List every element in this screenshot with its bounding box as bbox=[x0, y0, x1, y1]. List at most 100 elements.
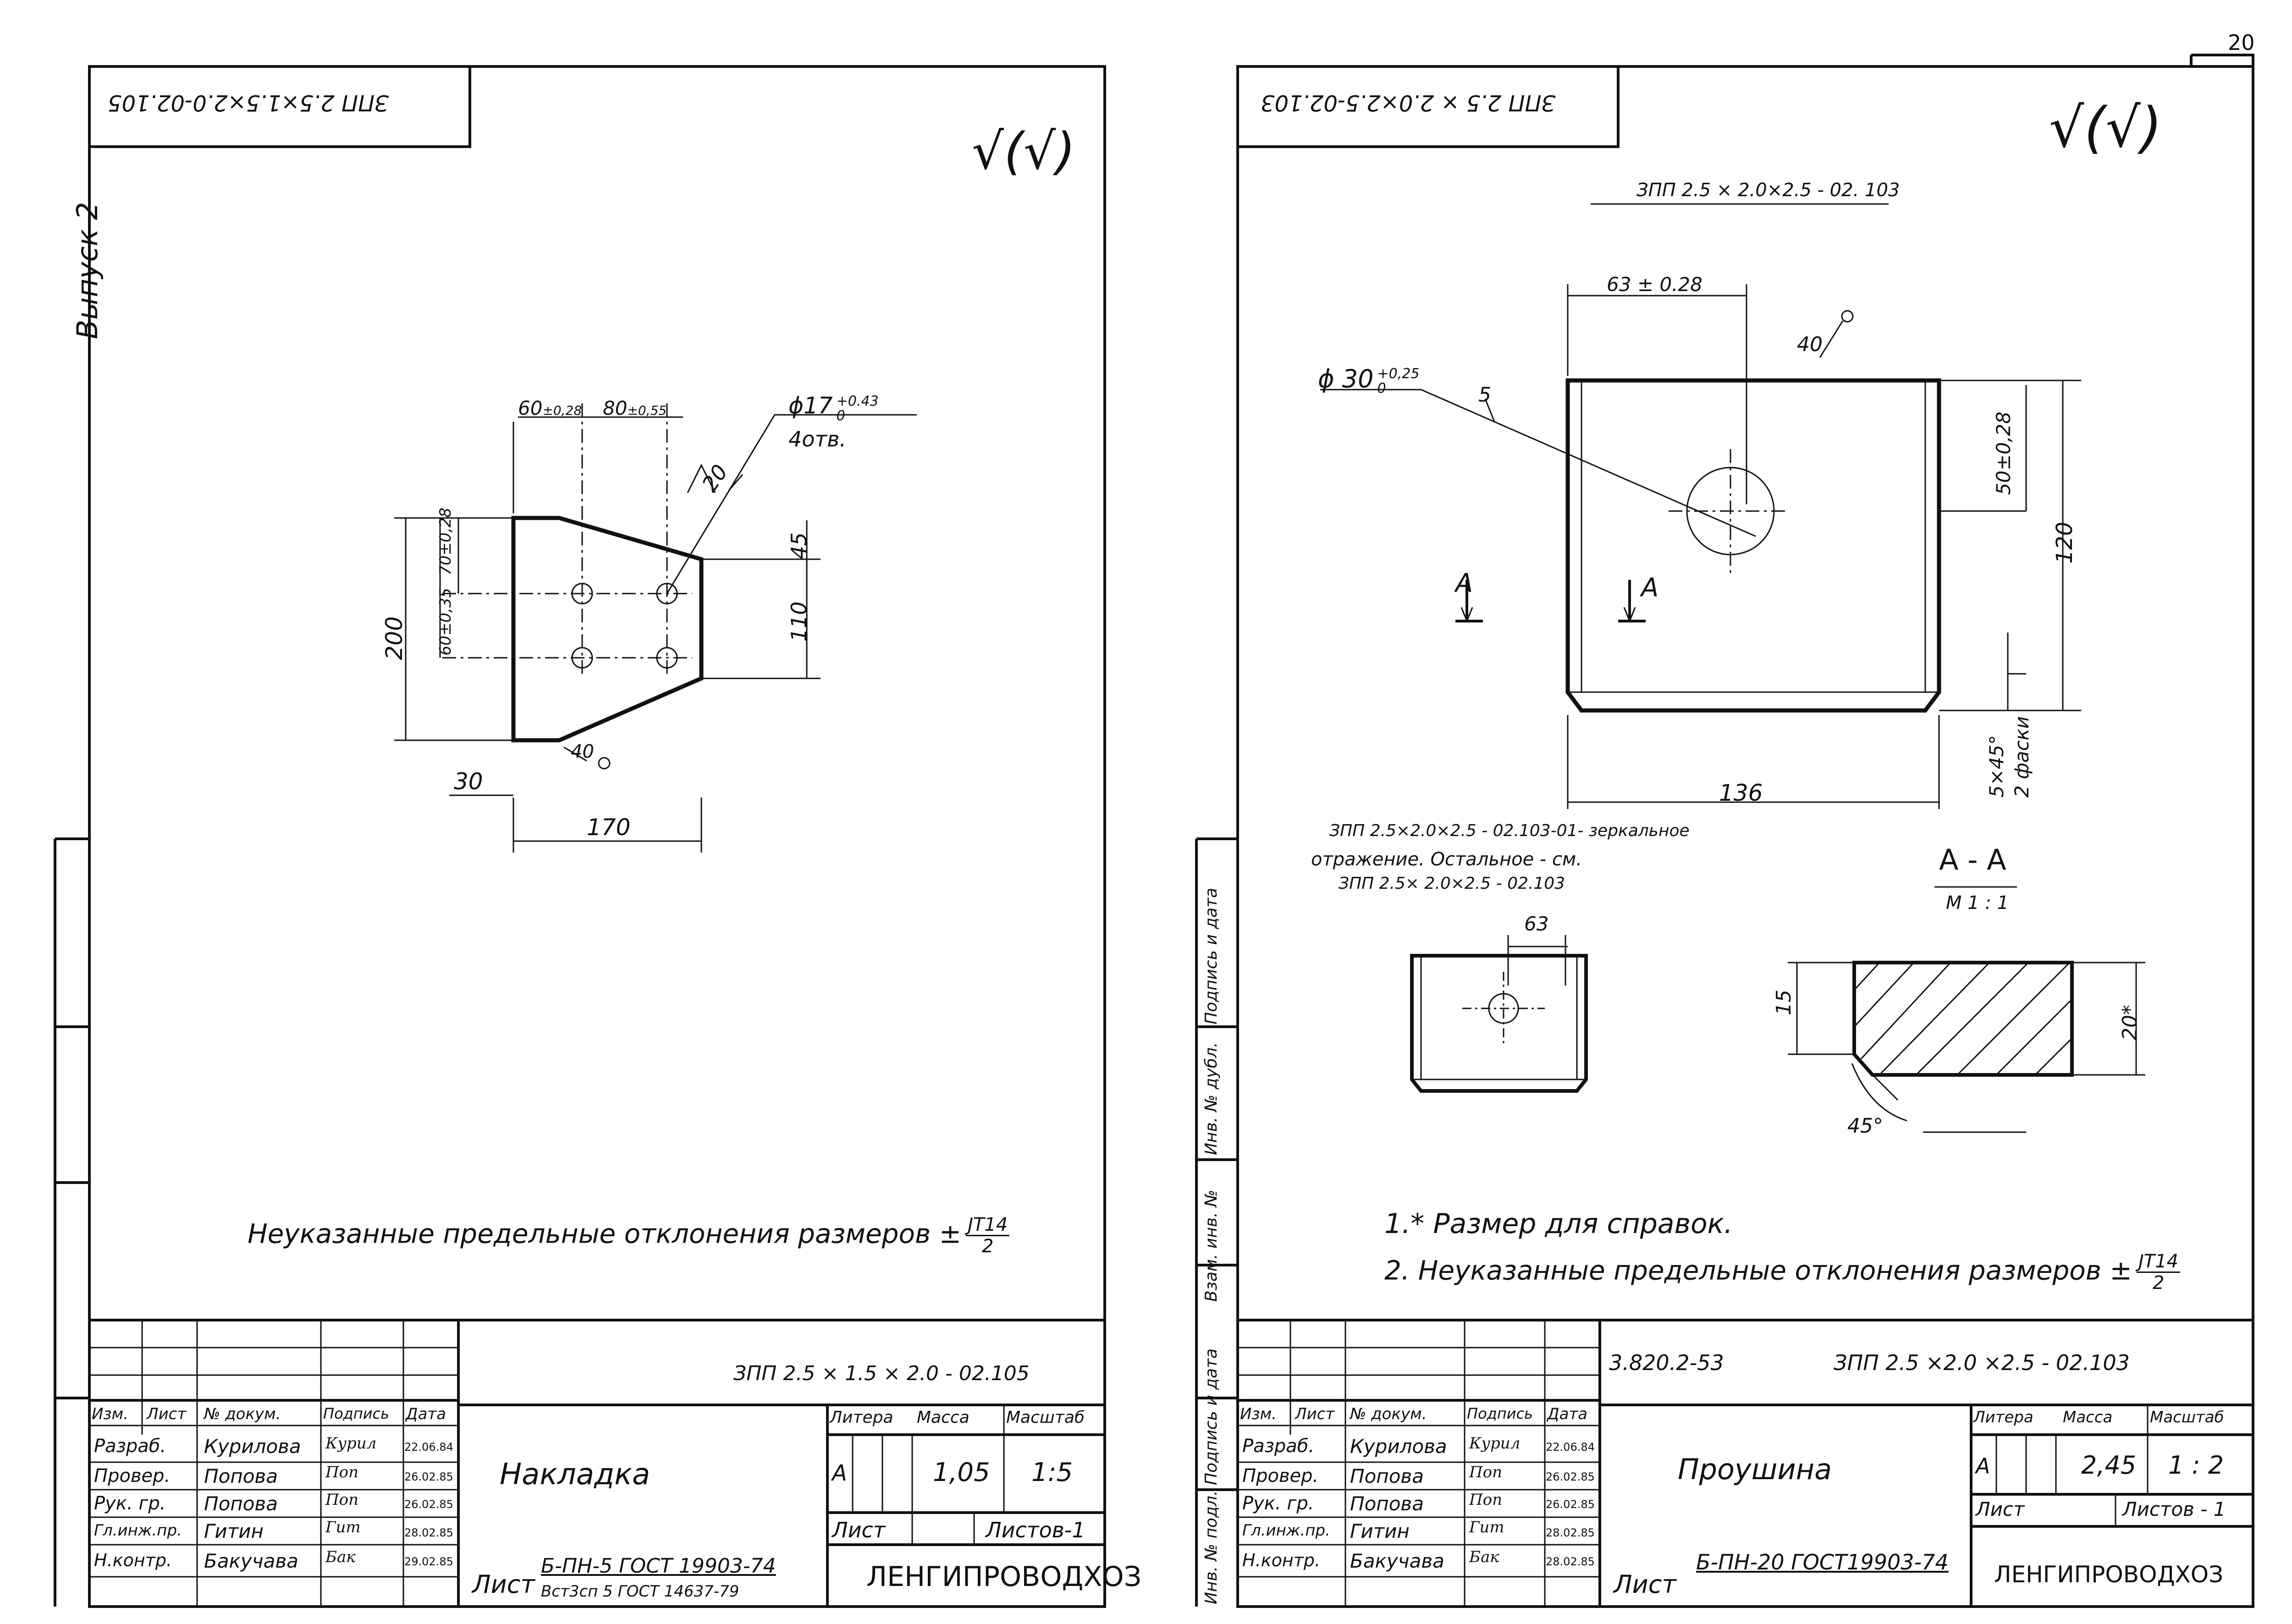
right-chamfer2: 2 фаски bbox=[2011, 716, 2033, 798]
right-tb-mass-label: Масса bbox=[2063, 1408, 2113, 1426]
right-check-mark: √(√) bbox=[2049, 96, 2162, 160]
left-tb-name-3: Попова bbox=[204, 1492, 278, 1515]
section-dim-45: 45° bbox=[1847, 1114, 1883, 1138]
left-top-stamp: ЗПП 2.5×1.5×2.0-02.105 bbox=[108, 90, 389, 116]
mirror-note-2: отражение. Остальное - см. bbox=[1311, 849, 1582, 870]
right-note-2: 2. Неуказанные предельные отклонения раз… bbox=[1384, 1251, 2181, 1293]
right-rough-5: 5 bbox=[1478, 383, 1491, 407]
page-number: 20 bbox=[2228, 30, 2255, 55]
right-tb-part-name: Проушина bbox=[1678, 1453, 1832, 1486]
left-tb-litera-label: Литера bbox=[830, 1408, 893, 1427]
left-dim-45: 45 bbox=[787, 532, 811, 559]
right-tb-scale: 1 : 2 bbox=[2168, 1451, 2224, 1480]
side-label-inv-podl: Инв. № подл. bbox=[1202, 1490, 1221, 1604]
right-tb-h-list: Лист bbox=[1295, 1405, 1335, 1423]
right-dim-50: 50±0,28 bbox=[1992, 411, 2015, 495]
left-tb-h-date: Дата bbox=[406, 1405, 446, 1423]
left-tb-mass-label: Масса bbox=[917, 1408, 970, 1427]
right-chamfer: 5×45° bbox=[1985, 735, 2008, 798]
left-tb-h-doc: № докум. bbox=[204, 1405, 281, 1423]
left-tb-scale-label: Масштаб bbox=[1006, 1408, 1085, 1427]
left-tb-sign-2: Поп bbox=[325, 1463, 359, 1481]
left-tb-part-name: Накладка bbox=[500, 1458, 650, 1492]
side-label-vzam-inv: Взам. инв. № bbox=[1202, 1189, 1221, 1302]
right-tb-date-4: 28.02.85 bbox=[1546, 1526, 1595, 1539]
right-tb-org: ЛЕНГИПРОВОДХОЗ bbox=[1994, 1561, 2224, 1588]
side-label-inv-dubl: Инв. № дубл. bbox=[1202, 1042, 1221, 1155]
left-check-mark: √(√) bbox=[972, 122, 1076, 181]
left-rough-40: 40 bbox=[571, 741, 594, 762]
left-tb-sheet: Лист bbox=[832, 1518, 886, 1542]
left-tb-designation: ЗПП 2.5 × 1.5 × 2.0 - 02.105 bbox=[733, 1362, 1030, 1385]
left-tb-h-list: Лист bbox=[147, 1405, 187, 1423]
left-tb-org: ЛЕНГИПРОВОДХОЗ bbox=[866, 1561, 1142, 1593]
left-tb-date-5: 29.02.85 bbox=[404, 1555, 453, 1568]
right-tb-name-2: Попова bbox=[1350, 1465, 1424, 1487]
mirror-note-1: ЗПП 2.5×2.0×2.5 - 02.103-01- зеркальное bbox=[1329, 821, 1690, 840]
left-frame bbox=[88, 65, 1106, 1608]
left-tb-date-1: 22.06.84 bbox=[404, 1441, 453, 1453]
left-tb-name-1: Курилова bbox=[204, 1435, 301, 1458]
left-tb-sign-3: Поп bbox=[325, 1491, 359, 1509]
right-header-designation: ЗПП 2.5 × 2.0×2.5 - 02. 103 bbox=[1636, 180, 1900, 201]
left-tb-role-2: Провер. bbox=[94, 1465, 171, 1486]
right-tb-h-izm: Изм. bbox=[1240, 1405, 1277, 1423]
left-plate-outline bbox=[511, 516, 704, 743]
vypusk-label: Выпуск 2 bbox=[71, 202, 104, 339]
right-note-1: 1.* Размер для справок. bbox=[1384, 1208, 1733, 1240]
left-tb-date-2: 26.02.85 bbox=[404, 1470, 453, 1483]
left-dim-60: 60±0,28 bbox=[518, 397, 582, 419]
small-view-outline bbox=[1410, 954, 1588, 1093]
right-frame bbox=[1236, 65, 2254, 1608]
right-sec-mark-left: А bbox=[1455, 568, 1473, 598]
left-tb-role-1: Разраб. bbox=[94, 1436, 166, 1457]
left-dim-70: 70±0,28 bbox=[436, 507, 455, 575]
right-tb-h-doc: № докум. bbox=[1350, 1405, 1427, 1423]
right-rough-40: 40 bbox=[1797, 333, 1823, 356]
right-top-stamp: ЗПП 2.5 × 2.0×2.5-02.103 bbox=[1261, 90, 1556, 116]
right-dim-120: 120 bbox=[2052, 522, 2077, 564]
right-tb-scale-label: Масштаб bbox=[2150, 1408, 2224, 1426]
right-tb-sheets: Листов - 1 bbox=[2122, 1498, 2226, 1520]
right-tb-litera: А bbox=[1976, 1453, 1990, 1478]
right-tb-sign-1: Курил bbox=[1469, 1434, 1521, 1453]
left-tb-material-prefix: Лист bbox=[472, 1570, 535, 1599]
right-tb-date-2: 26.02.85 bbox=[1546, 1470, 1595, 1483]
right-tb-role-5: Н.контр. bbox=[1242, 1550, 1321, 1570]
right-tb-sign-5: Бак bbox=[1469, 1548, 1499, 1566]
left-note: Неуказанные предельные отклонения размер… bbox=[248, 1215, 1010, 1256]
right-tb-date-3: 26.02.85 bbox=[1546, 1498, 1595, 1511]
left-tb-name-5: Бакучава bbox=[204, 1550, 298, 1572]
left-tb-date-3: 26.02.85 bbox=[404, 1498, 453, 1511]
left-tb-scale: 1:5 bbox=[1031, 1458, 1073, 1487]
left-tb-sheets: Листов-1 bbox=[986, 1518, 1085, 1542]
left-dim-30: 30 bbox=[454, 768, 483, 795]
left-tb-date-4: 28.02.85 bbox=[404, 1526, 453, 1539]
left-tb-sign-1: Курил bbox=[325, 1434, 377, 1453]
right-plate-outline bbox=[1565, 378, 1941, 713]
right-tb-doc-code: 3.820.2-53 bbox=[1609, 1350, 1724, 1375]
small-view-dim-63: 63 bbox=[1524, 913, 1549, 935]
left-tb-sign-5: Бак bbox=[325, 1548, 356, 1566]
left-dim-200: 200 bbox=[381, 616, 408, 660]
section-a-a bbox=[1852, 961, 2074, 1077]
left-dim-4holes: 4отв. bbox=[788, 427, 846, 451]
right-tb-role-2: Провер. bbox=[1242, 1465, 1319, 1486]
right-tb-role-4: Гл.инж.пр. bbox=[1242, 1521, 1330, 1540]
right-tb-litera-label: Литера bbox=[1973, 1408, 2033, 1426]
left-tb-name-2: Попова bbox=[204, 1465, 278, 1487]
right-tb-sign-3: Поп bbox=[1469, 1491, 1503, 1509]
left-tb-material2: Вст3сп 5 ГОСТ 14637-79 bbox=[541, 1582, 739, 1601]
section-dim-20: 20* bbox=[2118, 1005, 2142, 1040]
right-tb-sign-2: Поп bbox=[1469, 1463, 1503, 1481]
right-tb-h-date: Дата bbox=[1547, 1405, 1588, 1423]
left-tb-role-5: Н.контр. bbox=[94, 1550, 172, 1570]
right-tb-material-prefix: Лист bbox=[1614, 1570, 1676, 1599]
right-dim-136: 136 bbox=[1719, 780, 1763, 806]
section-dim-15: 15 bbox=[1772, 990, 1796, 1015]
right-tb-mass: 2,45 bbox=[2081, 1451, 2137, 1480]
left-dim-60v: 60±0,35 bbox=[436, 588, 455, 655]
left-dim-110: 110 bbox=[787, 601, 811, 642]
right-tb-sign-4: Гит bbox=[1469, 1518, 1504, 1536]
